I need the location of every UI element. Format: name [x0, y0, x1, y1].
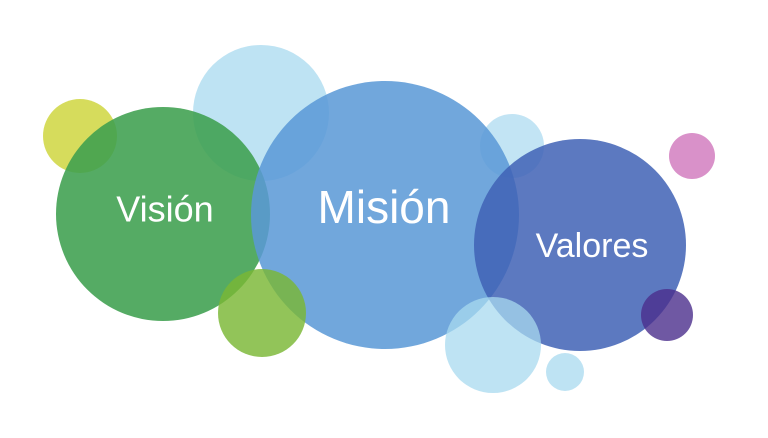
light-blue-bottom-bubble: [445, 297, 541, 393]
valores-label: Valores: [536, 227, 649, 265]
vision-circle: [56, 107, 270, 321]
vision-label: Visión: [116, 189, 213, 230]
mision-label: Misión: [318, 181, 451, 233]
pink-bubble: [669, 133, 715, 179]
lime-bubble: [218, 269, 306, 357]
valores-circle: [474, 139, 686, 351]
purple-bubble: [641, 289, 693, 341]
light-blue-tiny-bubble: [546, 353, 584, 391]
mision-circle: [251, 81, 519, 349]
